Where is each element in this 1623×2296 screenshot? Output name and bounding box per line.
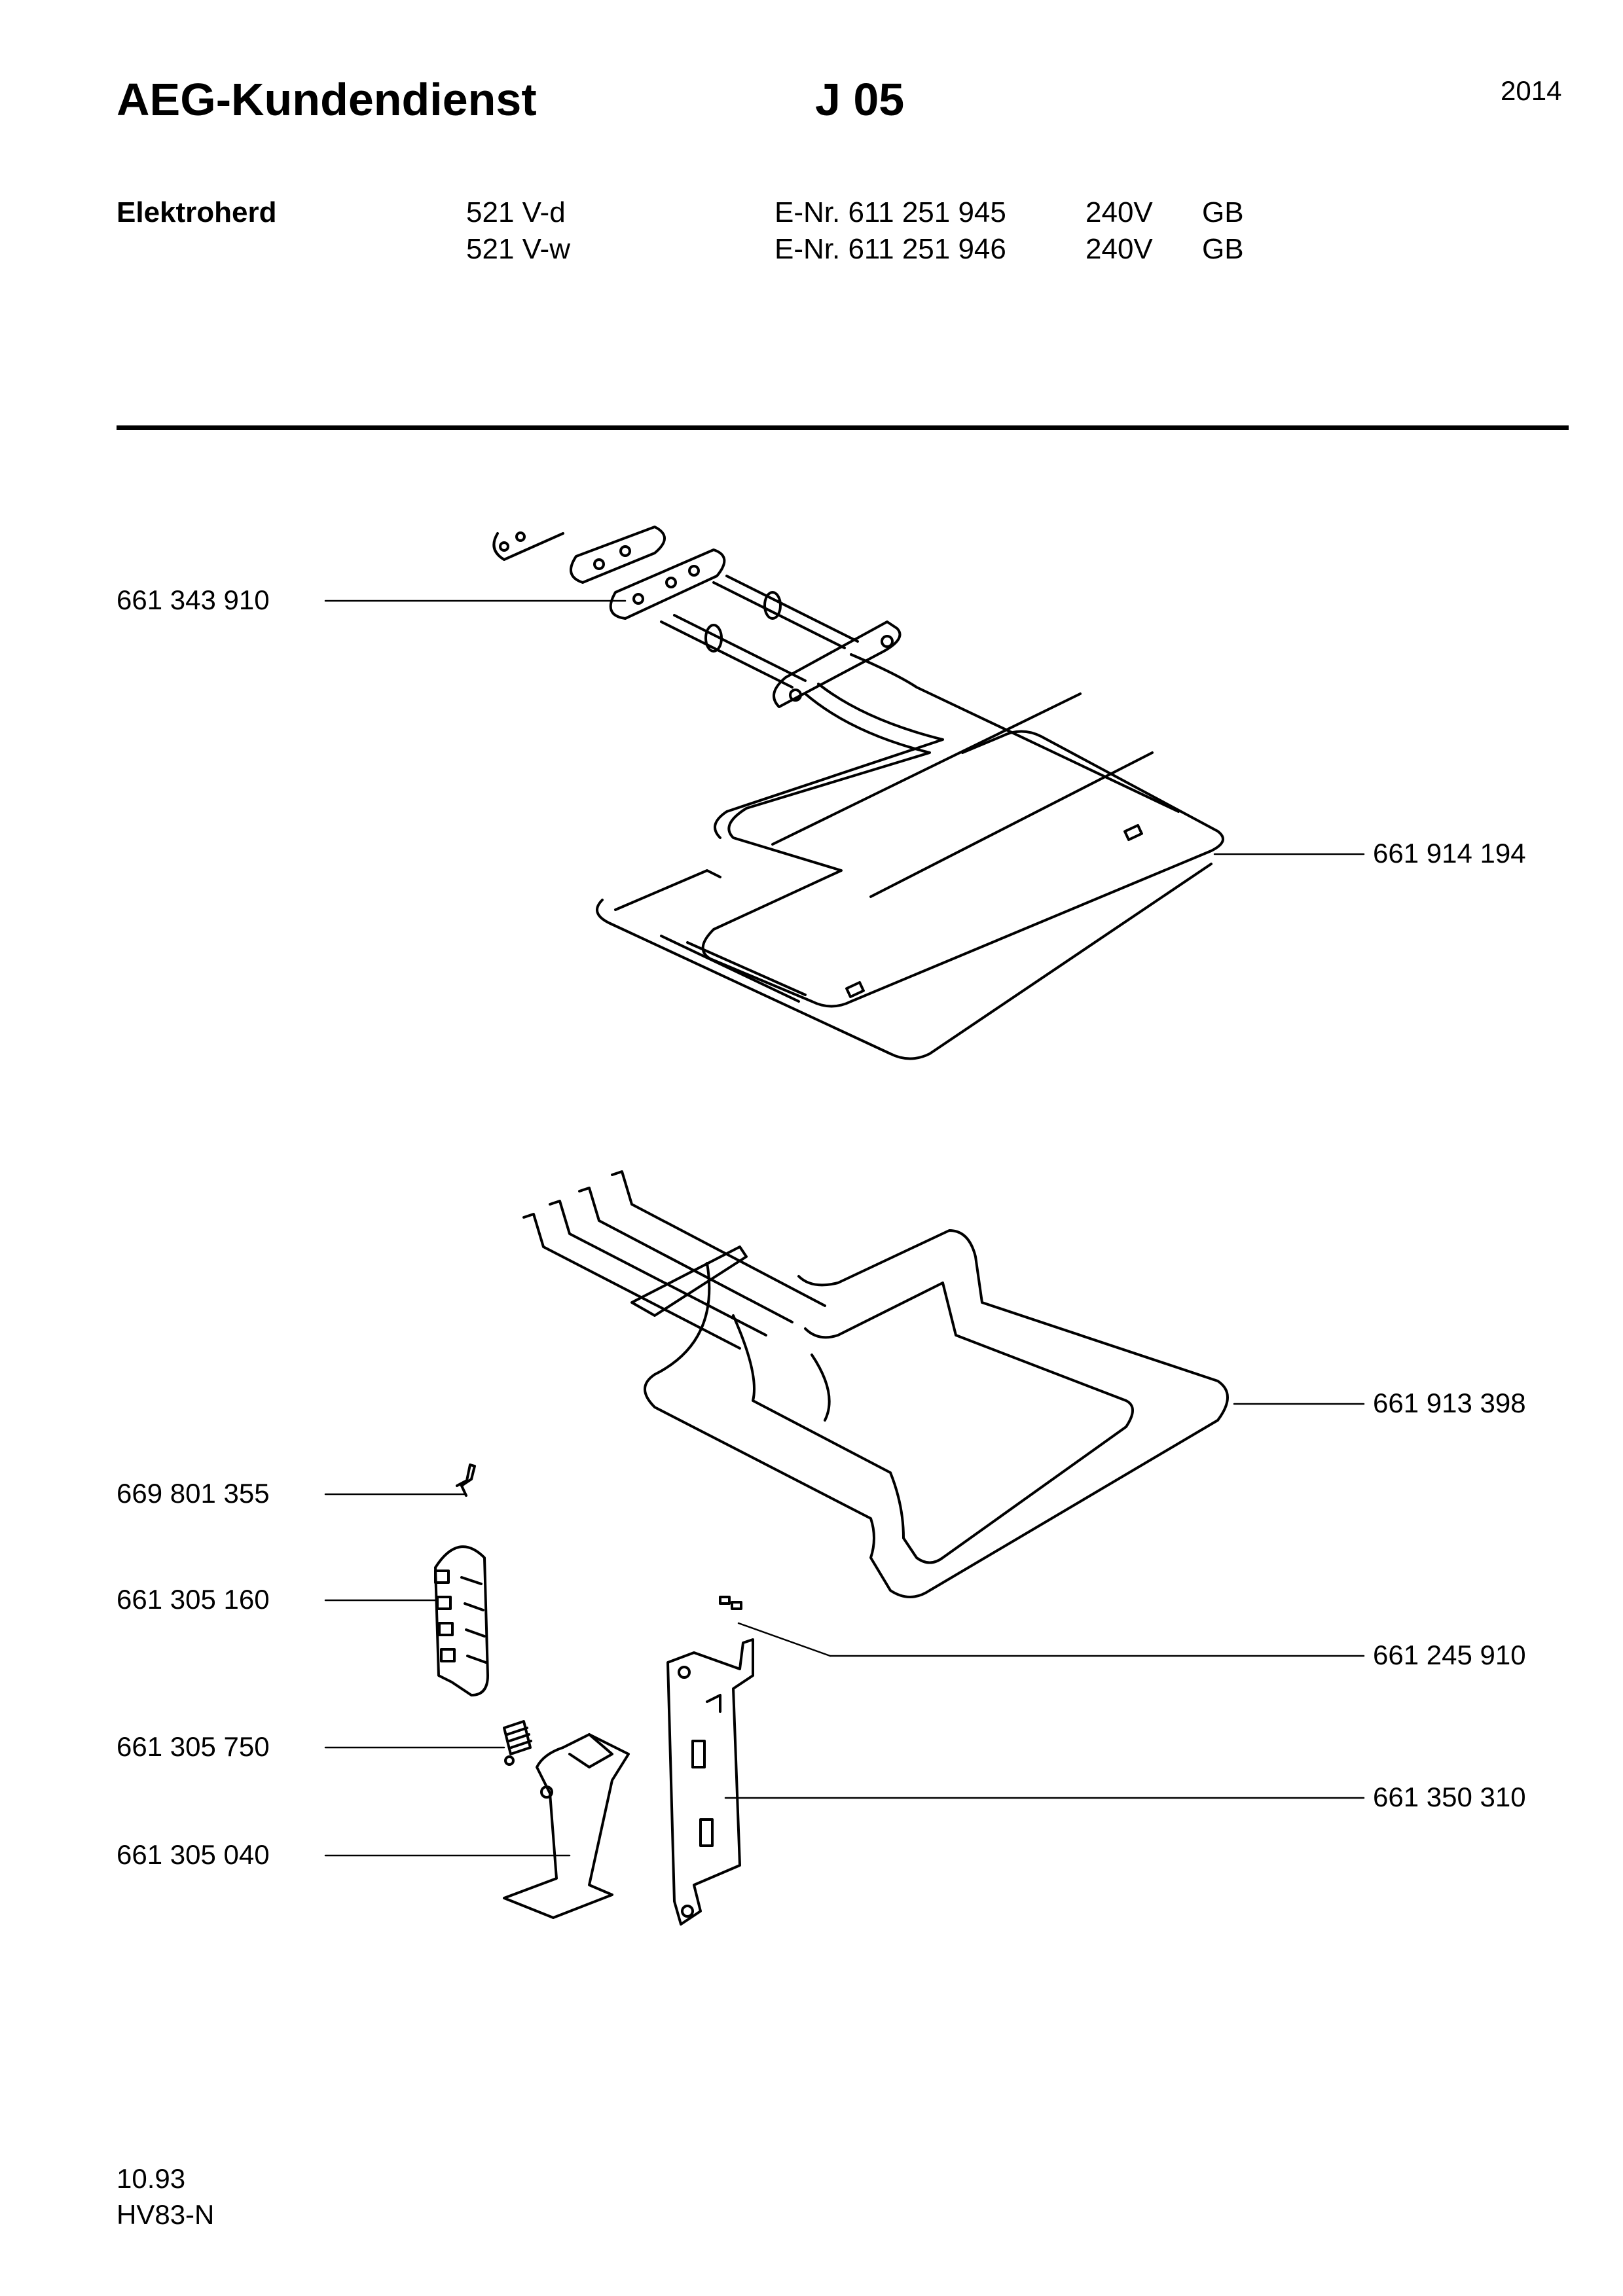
mounting-plate [666,1638,754,1926]
clip-part [456,1463,476,1497]
model-country: GB [1202,233,1244,265]
page-title: AEG-Kundendienst [117,74,537,125]
bottom-heating-element [522,1170,1229,1598]
document-code: J 05 [815,74,905,125]
leader-lines [324,600,1365,1857]
part-number-label: 661 305 040 [117,1839,270,1870]
part-number-label: 661 305 750 [117,1731,270,1762]
document-year: 2014 [1501,75,1562,106]
holder-bracket [503,1733,630,1919]
terminal-block [434,1545,489,1696]
model-name: 521 V-w [466,233,570,265]
part-number-label: 661 913 398 [1373,1388,1526,1418]
part-number-label: 661 343 910 [117,584,270,615]
model-voltage: 240V [1085,233,1153,265]
sensor-part [719,1596,742,1610]
model-voltage: 240V [1085,196,1153,228]
model-enr: E-Nr. 611 251 945 [775,196,1006,228]
product-type: Elektroherd [117,196,277,228]
model-name: 521 V-d [466,196,566,228]
part-number-label: 669 801 355 [117,1478,270,1509]
part-number-label: 661 305 160 [117,1584,270,1615]
part-number-label: 661 350 310 [1373,1782,1526,1812]
screw-part [503,1720,532,1766]
header-divider [117,425,1569,430]
top-heating-element [492,526,1224,1060]
footer-date: 10.93 [117,2163,186,2194]
model-enr: E-Nr. 611 251 946 [775,233,1006,265]
model-country: GB [1202,196,1244,228]
part-number-label: 661 914 194 [1373,838,1526,869]
part-number-label: 661 245 910 [1373,1640,1526,1670]
footer-ref: HV83-N [117,2199,215,2230]
